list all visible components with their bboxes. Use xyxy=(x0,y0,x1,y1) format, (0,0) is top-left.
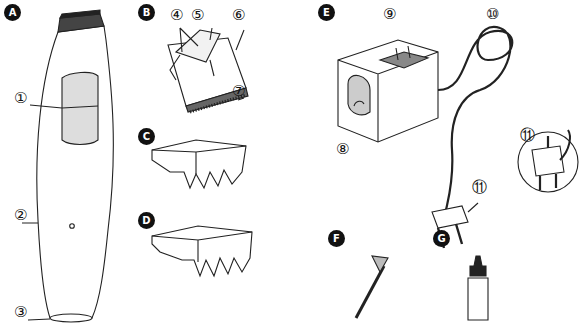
section-letter-text: D xyxy=(142,216,150,226)
comb-attachment-small xyxy=(152,140,246,188)
section-letter: E xyxy=(318,4,335,21)
charger-stand xyxy=(338,27,578,248)
comb-attachment-large xyxy=(152,226,252,276)
callout-number: ⑩ xyxy=(486,7,499,22)
callout-number: ⑧ xyxy=(336,142,349,157)
section-letter-text: A xyxy=(9,8,17,18)
section-letter-text: G xyxy=(437,234,445,244)
section-letter: D xyxy=(138,212,155,229)
blade-illustration xyxy=(168,28,248,112)
oil-bottle xyxy=(468,256,488,320)
section-letter: B xyxy=(138,4,155,21)
cleaning-brush xyxy=(356,256,388,318)
callout-number: ⑦ xyxy=(232,84,245,99)
section-letter: C xyxy=(138,128,155,145)
callout-number: ② xyxy=(14,208,27,223)
section-letter-text: C xyxy=(143,132,150,142)
callout-number: ⑨ xyxy=(383,7,396,22)
section-letter-text: F xyxy=(333,234,340,244)
section-letter: A xyxy=(4,4,21,21)
callout-number: ① xyxy=(14,91,27,106)
callout-number: ⑥ xyxy=(232,8,245,23)
section-letter: G xyxy=(433,230,450,247)
section-letter: F xyxy=(328,230,345,247)
callout-number: ⑪ xyxy=(472,180,487,195)
section-letter-text: B xyxy=(143,8,151,18)
callout-number: ⑪ xyxy=(520,128,535,143)
section-letter-text: E xyxy=(323,8,330,18)
callout-number: ④ xyxy=(170,8,183,23)
callout-number: ③ xyxy=(14,305,27,320)
clipper-body xyxy=(22,10,113,322)
callout-number: ⑤ xyxy=(191,8,204,23)
